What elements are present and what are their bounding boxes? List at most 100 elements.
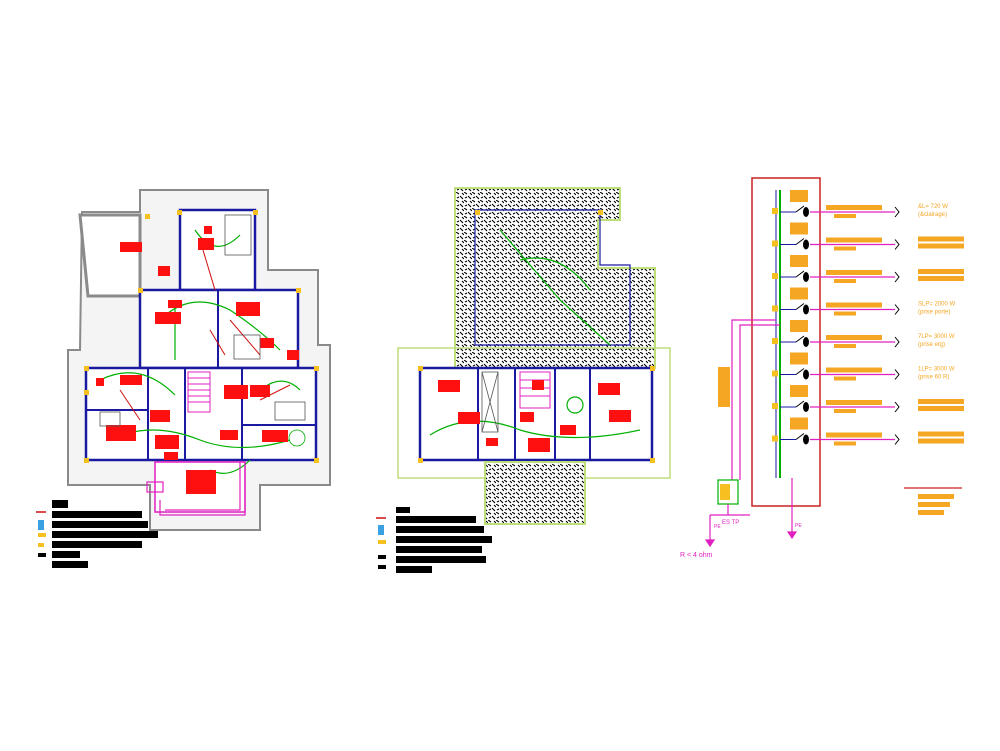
house-upper-wing	[178, 208, 257, 292]
earth-mark-right: PE	[795, 523, 802, 529]
earth-resistance-label: R < 4 ohm	[680, 552, 713, 559]
feeder-tag-bottom	[834, 376, 856, 381]
feeder-tag-top	[826, 205, 882, 210]
breaker-symbol	[803, 207, 809, 217]
circuit-label-block	[918, 276, 964, 281]
breaker-label-block	[790, 287, 808, 300]
load-arrow-icon	[894, 271, 900, 283]
breaker-row	[772, 385, 964, 413]
breaker-symbol	[803, 402, 809, 412]
load-arrow-icon	[894, 369, 900, 380]
feeder-tag-top	[826, 335, 882, 340]
service-conduit	[146, 462, 246, 516]
upper-floor-roof-plan	[376, 187, 671, 573]
breaker-symbol	[803, 272, 809, 282]
feeder-tag-bottom	[834, 409, 856, 413]
bus-tap-marker	[772, 338, 778, 344]
breaker-contact	[795, 433, 805, 440]
wall-markers	[84, 210, 319, 463]
upper-circuits	[429, 229, 641, 439]
feeder-tag-top	[826, 237, 882, 243]
feeder-tag-top	[826, 270, 882, 275]
circuit-use-label: (&clairage)	[918, 212, 947, 218]
breaker-row: 1LP= 3000 W (prise 60 R)	[772, 352, 955, 381]
breaker-symbol	[803, 239, 809, 250]
feeder-tag-top	[826, 367, 882, 373]
breaker-row	[772, 417, 964, 446]
circuit-label-block	[918, 406, 964, 411]
breaker-rows: &L= 720 W (&clairage) SLP= 2000 W (prise po…	[772, 190, 964, 446]
breaker-row: SLP= 2000 W (prise porte)	[772, 287, 956, 316]
feeder-tag-bottom	[834, 344, 856, 348]
bus-tap-marker	[772, 240, 778, 247]
load-arrow-icon	[894, 206, 900, 218]
breaker-contact	[795, 335, 805, 343]
upper-furniture	[481, 371, 499, 433]
circuit-label-block	[918, 236, 964, 242]
breaker-row	[772, 222, 964, 251]
circuit-label-block	[918, 243, 964, 249]
legend-ground-floor	[36, 500, 158, 568]
breaker-contact	[795, 270, 805, 278]
roof-overhang	[78, 213, 142, 298]
circuit-label-block	[918, 399, 964, 404]
load-arrow-icon	[894, 401, 900, 413]
upper-markers	[418, 210, 655, 463]
circuit-use-label: (prise 60 R)	[918, 375, 949, 381]
load-arrow-icon	[894, 336, 900, 348]
breaker-contact	[795, 303, 805, 310]
feeder-tag-bottom	[834, 246, 856, 251]
load-arrow-icon	[894, 304, 900, 315]
furniture	[99, 214, 306, 447]
light-fixtures	[96, 226, 299, 494]
house-lower-wing	[84, 366, 318, 462]
circuit-rating-label: SLP= 2000 W	[918, 302, 956, 308]
circuit-label-block	[918, 269, 964, 274]
feeder-tag-bottom	[834, 214, 856, 218]
breaker-row: 7LP= 3000 W (prise etg)	[772, 320, 955, 348]
note-block	[918, 494, 954, 515]
meter-yellow-box	[720, 484, 730, 500]
feeder-tag-top	[826, 302, 882, 308]
switch-leads	[119, 239, 291, 421]
legend-upper-floor	[376, 507, 492, 573]
bus-tap-marker	[772, 305, 778, 312]
breaker-label-block	[790, 255, 808, 267]
bus-tap-marker	[772, 403, 778, 409]
load-arrow-icon	[894, 434, 900, 445]
bus-tap-marker	[772, 370, 778, 377]
bus-tap-marker	[772, 435, 778, 442]
circuit-use-label: (prise porte)	[918, 310, 950, 316]
breaker-symbol	[803, 369, 809, 380]
earth-mark-left: PE	[714, 524, 721, 530]
feeder-tag-top	[826, 400, 882, 405]
circuit-rating-label: &L= 720 W	[918, 204, 948, 210]
breaker-label-block	[790, 320, 808, 332]
feeder-tag-bottom	[834, 279, 856, 283]
load-arrow-icon	[894, 239, 900, 250]
staircase	[187, 371, 211, 413]
earthing-system	[704, 319, 798, 548]
meter-yellow-strip	[718, 367, 730, 407]
bus-tap-marker	[772, 208, 778, 214]
breaker-label-block	[790, 417, 808, 430]
roof-tile-area	[454, 187, 656, 369]
breaker-label-block	[790, 222, 808, 235]
feeder-tag-top	[826, 432, 882, 438]
circuit-label-block	[918, 431, 964, 437]
lower-roof-tiles	[484, 461, 586, 525]
earth-box-label: ES TP	[722, 520, 739, 526]
distribution-board-diagram: &L= 720 W (&clairage) SLP= 2000 W (prise po…	[680, 177, 964, 559]
ground-floor-lighting-plan	[36, 189, 331, 568]
interior-partitions	[86, 290, 316, 460]
breaker-contact	[795, 238, 805, 245]
circuit-use-label: (prise etg)	[918, 342, 945, 348]
circuit-rating-label: 1LP= 3000 W	[918, 367, 955, 373]
circuit-rating-label: 7LP= 3000 W	[918, 334, 955, 340]
upper-fixtures	[438, 380, 631, 452]
breaker-label-block	[790, 190, 808, 202]
breaker-symbol	[803, 304, 809, 315]
breaker-row: &L= 720 W (&clairage)	[772, 190, 948, 218]
legend-symbols	[36, 511, 46, 557]
